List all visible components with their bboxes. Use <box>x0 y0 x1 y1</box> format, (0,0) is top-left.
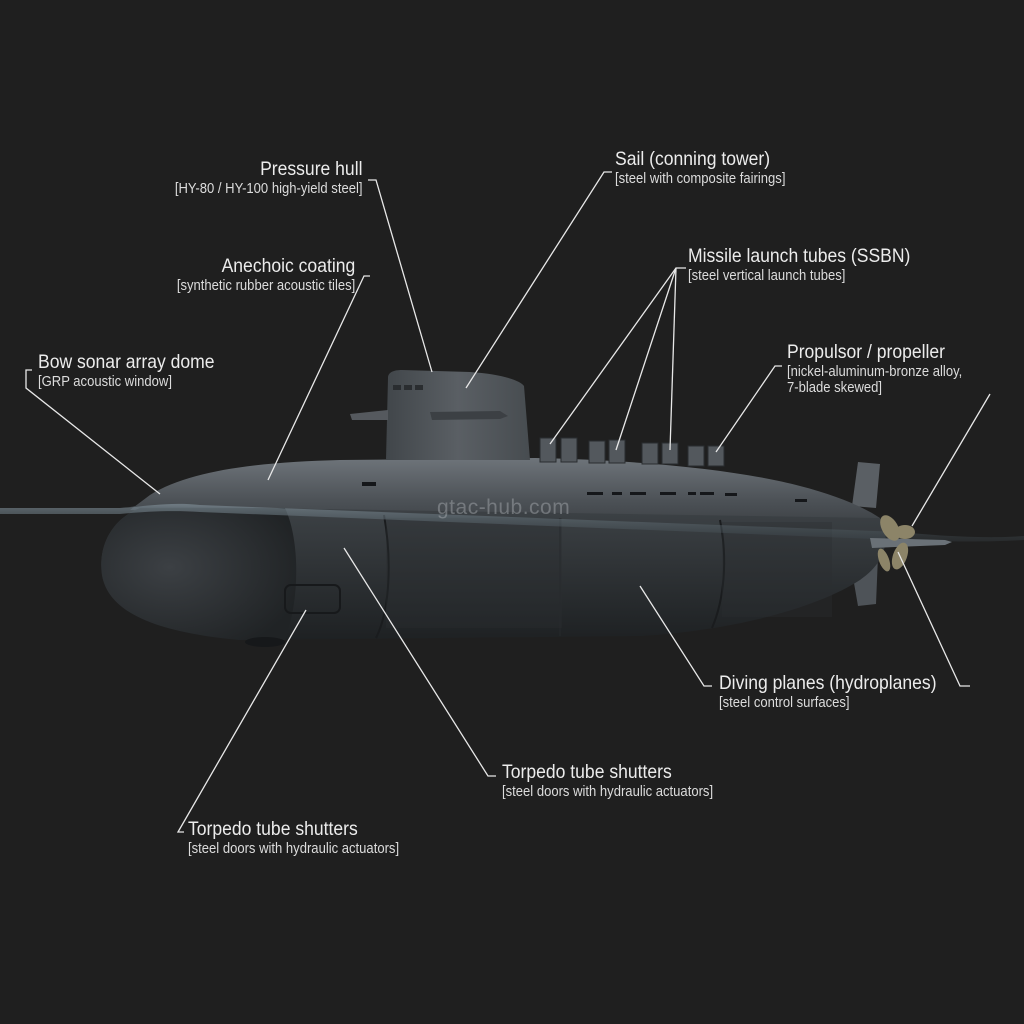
sail-structure <box>350 370 530 460</box>
label-title: Torpedo tube shutters <box>188 818 358 840</box>
label-material: [steel vertical launch tubes] <box>688 267 846 284</box>
label-title: Missile launch tubes (SSBN) <box>688 245 911 267</box>
label-material: [steel control surfaces] <box>719 694 850 711</box>
label-torpedo-shutters-left: Torpedo tube shutters [steel doors with … <box>188 818 400 857</box>
waterline <box>0 503 1024 542</box>
label-diving-planes: Diving planes (hydroplanes) [steel contr… <box>719 672 937 711</box>
label-title: Diving planes (hydroplanes) <box>719 672 937 694</box>
upper-rudder <box>852 462 880 508</box>
missile-tube-hatches <box>539 437 725 467</box>
label-title: Sail (conning tower) <box>615 148 771 170</box>
torpedo-shutter-outline <box>284 584 341 614</box>
stern-assembly <box>870 515 952 572</box>
watermark: gtac-hub.com <box>437 496 571 519</box>
label-material: [nickel-aluminum-bronze alloy, <box>787 363 963 380</box>
label-title: Anechoic coating <box>221 255 355 277</box>
label-material: [synthetic rubber acoustic tiles] <box>176 277 355 294</box>
label-material: [HY-80 / HY-100 high-yield steel] <box>174 180 362 197</box>
label-torpedo-shutters-right: Torpedo tube shutters [steel doors with … <box>502 761 714 800</box>
label-title: Torpedo tube shutters <box>502 761 672 783</box>
label-material: [GRP acoustic window] <box>38 373 172 390</box>
leader-lines <box>25 171 991 833</box>
label-missile-tubes: Missile launch tubes (SSBN) [steel verti… <box>688 245 911 284</box>
label-bow-sonar: Bow sonar array dome [GRP acoustic windo… <box>38 351 215 390</box>
label-title: Pressure hull <box>259 158 362 180</box>
label-title: Propulsor / propeller <box>787 341 946 363</box>
label-anechoic-coating: Anechoic coating [synthetic rubber acous… <box>176 255 355 294</box>
label-material: [steel doors with hydraulic actuators] <box>188 840 400 857</box>
label-propulsor: Propulsor / propeller [nickel-aluminum-b… <box>787 341 963 397</box>
label-material-line2: 7-blade skewed] <box>787 380 883 397</box>
label-pressure-hull: Pressure hull [HY-80 / HY-100 high-yield… <box>174 158 362 197</box>
label-sail: Sail (conning tower) [steel with composi… <box>615 148 786 187</box>
label-material: [steel doors with hydraulic actuators] <box>502 783 714 800</box>
label-material: [steel with composite fairings] <box>615 170 786 187</box>
label-title: Bow sonar array dome <box>38 351 215 373</box>
lower-hull <box>101 506 886 647</box>
